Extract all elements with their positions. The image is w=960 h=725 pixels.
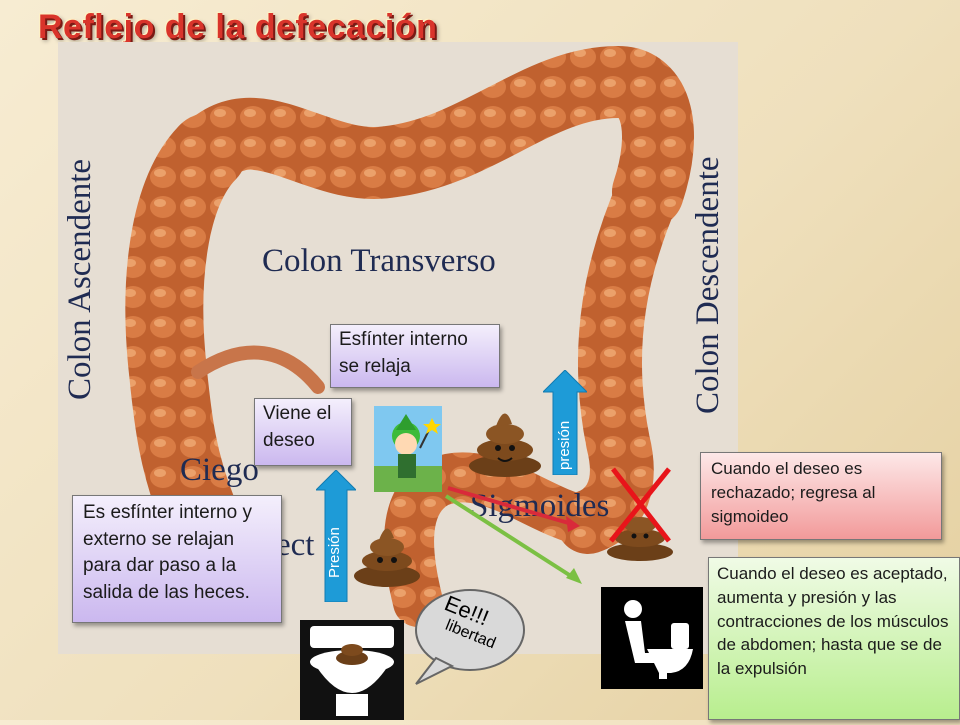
label-recto: ect bbox=[276, 527, 315, 563]
red-x-icon bbox=[605, 465, 675, 545]
arrow-presion-left bbox=[314, 469, 358, 603]
box-ambos-relajan: Es esfínter interno y externo se relajan… bbox=[72, 495, 282, 623]
fairy-character-icon bbox=[374, 406, 442, 492]
poop-icon bbox=[604, 500, 676, 562]
box-deseo-aceptado: Cuando el deseo es aceptado, aumenta y p… bbox=[708, 557, 960, 720]
label-colon-ascendente: Colon Ascendente bbox=[62, 158, 98, 400]
toilet-icon bbox=[300, 620, 404, 720]
label-ciego: Ciego bbox=[180, 452, 259, 488]
arrow-presion-right bbox=[541, 369, 589, 476]
label-colon-descendente: Colon Descendente bbox=[690, 156, 726, 414]
poop-icon bbox=[352, 518, 422, 588]
speech-bubble: Ee!!! libertad bbox=[404, 584, 526, 688]
box-deseo-rechazado: Cuando el deseo es rechazado; regresa al… bbox=[700, 452, 942, 540]
box-viene-deseo: Viene el deseo bbox=[254, 398, 352, 466]
direction-arrows bbox=[440, 480, 600, 590]
box-esfinter-relaja: Esfínter interno se relaja bbox=[330, 324, 500, 388]
poop-icon bbox=[466, 400, 544, 478]
page-title: Reflejo de la defecación bbox=[38, 8, 438, 46]
label-sigmoides: Sigmoides bbox=[470, 488, 610, 524]
arrow-presion-right-label: presión bbox=[556, 420, 573, 470]
person-on-toilet-icon bbox=[601, 587, 703, 689]
arrow-presion-left-label: Presión bbox=[326, 527, 343, 578]
label-colon-transverso: Colon Transverso bbox=[262, 243, 496, 279]
